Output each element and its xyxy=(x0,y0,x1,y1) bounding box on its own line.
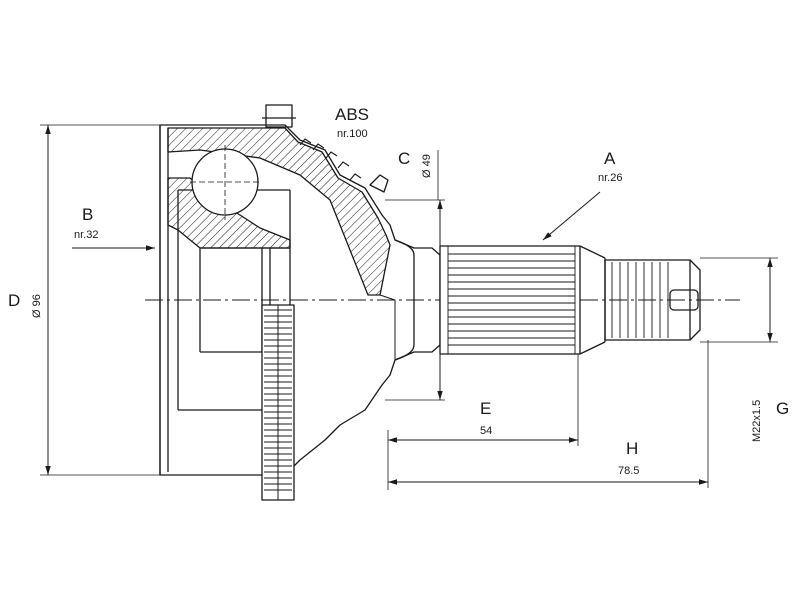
thread-lines xyxy=(611,262,669,338)
label-b-nr: nr.32 xyxy=(74,229,99,241)
label-d-dim: Ø 96 xyxy=(31,294,43,318)
housing-notch xyxy=(299,138,312,146)
threaded-stub xyxy=(604,259,701,341)
label-b: B xyxy=(82,205,94,224)
label-g: G xyxy=(776,399,790,418)
label-abs-nr: nr.100 xyxy=(337,128,368,140)
label-d: D xyxy=(8,291,21,310)
abs-teeth xyxy=(264,305,292,500)
splined-shaft xyxy=(439,245,606,355)
housing-notches xyxy=(299,138,362,181)
label-g-dim: M22x1.5 xyxy=(751,399,763,442)
housing-notch xyxy=(312,143,325,151)
label-h-dim: 78.5 xyxy=(618,465,640,477)
label-h: H xyxy=(626,439,639,458)
housing-notch xyxy=(337,161,350,169)
top-boss xyxy=(265,104,293,128)
spline-lines xyxy=(447,246,576,354)
label-e: E xyxy=(480,399,492,418)
housing-notch xyxy=(349,173,362,181)
label-a-nr: nr.26 xyxy=(598,172,623,184)
label-c-dim: Ø 49 xyxy=(421,154,433,178)
leader-a xyxy=(542,191,601,241)
housing-notch xyxy=(325,151,338,159)
label-a: A xyxy=(604,149,616,168)
label-c: C xyxy=(398,149,411,168)
label-abs: ABS xyxy=(335,105,370,124)
label-e-dim: 54 xyxy=(480,425,493,437)
